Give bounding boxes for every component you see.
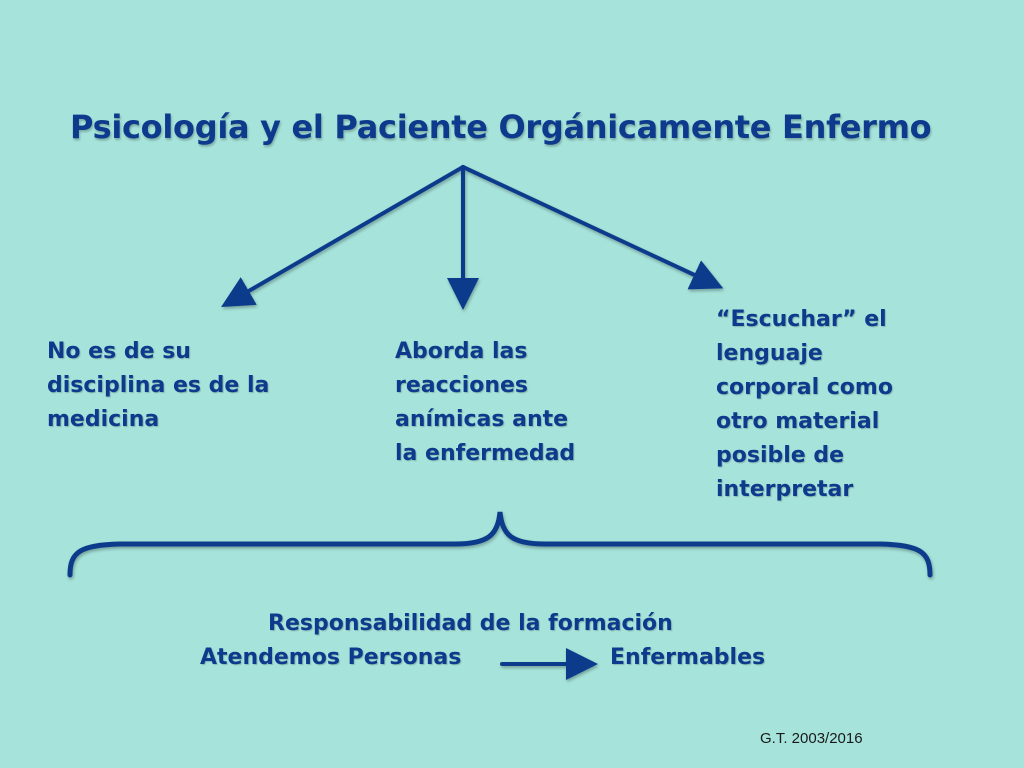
branch-right-line: “Escuchar” el	[716, 307, 887, 332]
bottom-enfermables: Enfermables	[610, 645, 766, 670]
bottom-personas: Atendemos Personas	[200, 645, 462, 670]
slide-title: Psicología y el Paciente Orgánicamente E…	[70, 108, 932, 146]
branch-left-text: No es de su disciplina es de la medicina	[47, 335, 269, 437]
branch-right-line: lenguaje	[716, 341, 823, 366]
branch-middle-line: reacciones	[395, 373, 529, 398]
branch-right-line: posible de	[716, 443, 845, 468]
branch-left-line: disciplina es de la	[47, 373, 270, 398]
branch-middle-line: la enfermedad	[395, 441, 576, 466]
branch-right-line: otro material	[716, 409, 880, 434]
branch-middle-line: anímicas ante	[395, 407, 569, 432]
curly-brace	[67, 511, 933, 578]
bottom-responsibility: Responsabilidad de la formación	[268, 611, 673, 636]
branch-middle-text: Aborda las reacciones anímicas ante la e…	[395, 335, 575, 471]
branch-middle-line: Aborda las	[395, 339, 528, 364]
slide-credit: G.T. 2003/2016	[760, 730, 863, 747]
branch-left-line: medicina	[47, 407, 160, 432]
arrow-left	[221, 165, 465, 308]
branch-left-line: No es de su	[47, 339, 191, 364]
branch-right-text: “Escuchar” el lenguaje corporal como otr…	[716, 303, 893, 507]
arrow-right	[461, 165, 724, 290]
branch-right-line: interpretar	[716, 477, 854, 502]
branch-right-line: corporal como	[716, 375, 893, 400]
